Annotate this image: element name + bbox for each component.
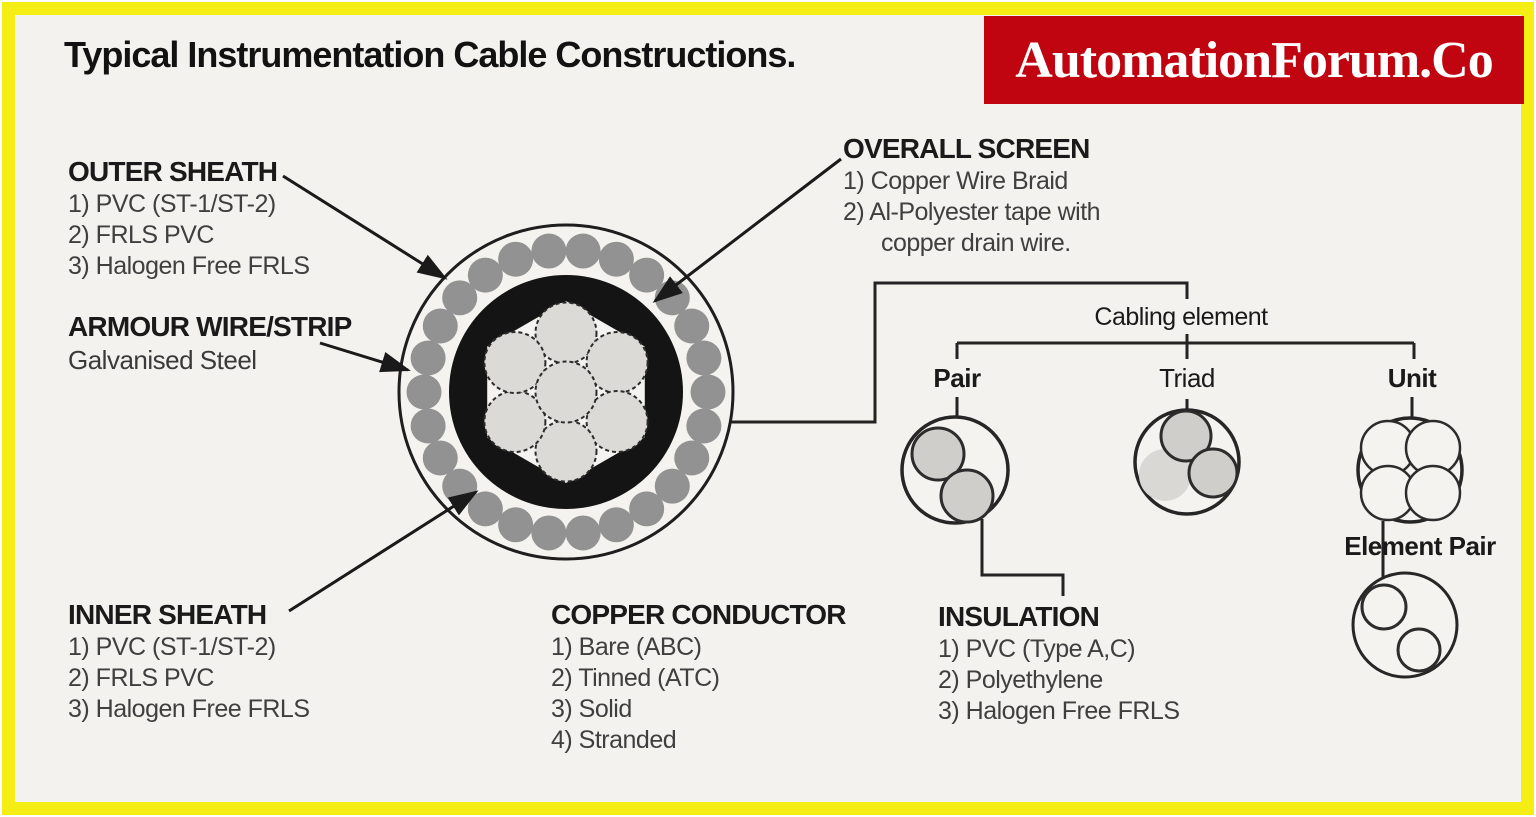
pair-label: Pair [933, 363, 981, 393]
inner-sheath-item: 2) FRLS PVC [68, 664, 214, 692]
armour-wire-label: ARMOUR WIRE/STRIP Galvanised Steel [68, 310, 352, 377]
unit-label: Unit [1387, 363, 1437, 393]
outer-sheath-title: OUTER SHEATH [68, 156, 278, 187]
inner-sheath-item: 1) PVC (ST-1/ST-2) [68, 633, 276, 661]
outer-sheath-item: 1) PVC (ST-1/ST-2) [68, 190, 276, 218]
insulation-title: INSULATION [938, 601, 1100, 632]
overall-screen-label: OVERALL SCREEN 1) Copper Wire Braid 2) A… [843, 132, 1101, 259]
copper-conductor-bundle [483, 301, 649, 483]
inner-sheath-title: INNER SHEATH [68, 599, 267, 630]
brand-text: AutomationForum.Co [1015, 31, 1493, 89]
cabling-element-label: Cabling element [1094, 303, 1268, 331]
copper-conductor-item: 2) Tinned (ATC) [551, 664, 720, 692]
tree-connectors [731, 281, 1416, 596]
overall-screen-arrow [652, 157, 842, 303]
outer-sheath-item: 2) FRLS PVC [68, 221, 214, 249]
inner-sheath-item: 3) Halogen Free FRLS [68, 695, 310, 723]
insulation-label: INSULATION 1) PVC (Type A,C) 2) Polyethy… [938, 600, 1180, 727]
copper-conductor-title: COPPER CONDUCTOR [551, 599, 847, 630]
page-title: Typical Instrumentation Cable Constructi… [64, 34, 796, 75]
copper-conductor-item: 4) Stranded [551, 726, 677, 754]
copper-conductor-label: COPPER CONDUCTOR 1) Bare (ABC) 2) Tinned… [551, 598, 847, 756]
armour-wire-arrow [319, 341, 411, 373]
pair-symbol [900, 415, 1010, 525]
armour-wire-subtitle: Galvanised Steel [68, 345, 257, 375]
cable-cross-section [397, 223, 735, 561]
pointer-arrows [282, 157, 842, 613]
insulation-item: 3) Halogen Free FRLS [938, 697, 1180, 725]
outer-sheath-item: 3) Halogen Free FRLS [68, 252, 310, 280]
insulation-item: 2) Polyethylene [938, 666, 1103, 694]
armour-wire-ring [406, 233, 726, 551]
copper-conductor-item: 3) Solid [551, 695, 632, 723]
outer-sheath-label: OUTER SHEATH 1) PVC (ST-1/ST-2) 2) FRLS … [68, 155, 310, 282]
overall-screen-item: copper drain wire. [881, 229, 1071, 257]
triad-label: Triad [1159, 363, 1215, 393]
pair-to-insulation-connector [980, 519, 1065, 596]
armour-wire-title: ARMOUR WIRE/STRIP [68, 311, 352, 342]
overall-screen-title: OVERALL SCREEN [843, 133, 1090, 164]
element-pair-label: Element Pair [1344, 531, 1496, 561]
overall-screen-item: 1) Copper Wire Braid [843, 167, 1068, 195]
unit-symbol [1356, 416, 1464, 524]
inner-sheath-arrow [288, 490, 479, 613]
triad-symbol [1133, 408, 1241, 516]
overall-screen-item: 2) Al-Polyester tape with [843, 198, 1101, 226]
brand-banner: AutomationForum.Co [984, 16, 1524, 104]
copper-conductor-item: 1) Bare (ABC) [551, 633, 702, 661]
insulation-item: 1) PVC (Type A,C) [938, 635, 1136, 663]
inner-sheath-label: INNER SHEATH 1) PVC (ST-1/ST-2) 2) FRLS … [68, 598, 310, 725]
cable-to-tree-connector [731, 281, 1189, 424]
element-pair-symbol [1351, 571, 1459, 679]
outer-sheath-arrow [282, 174, 448, 280]
